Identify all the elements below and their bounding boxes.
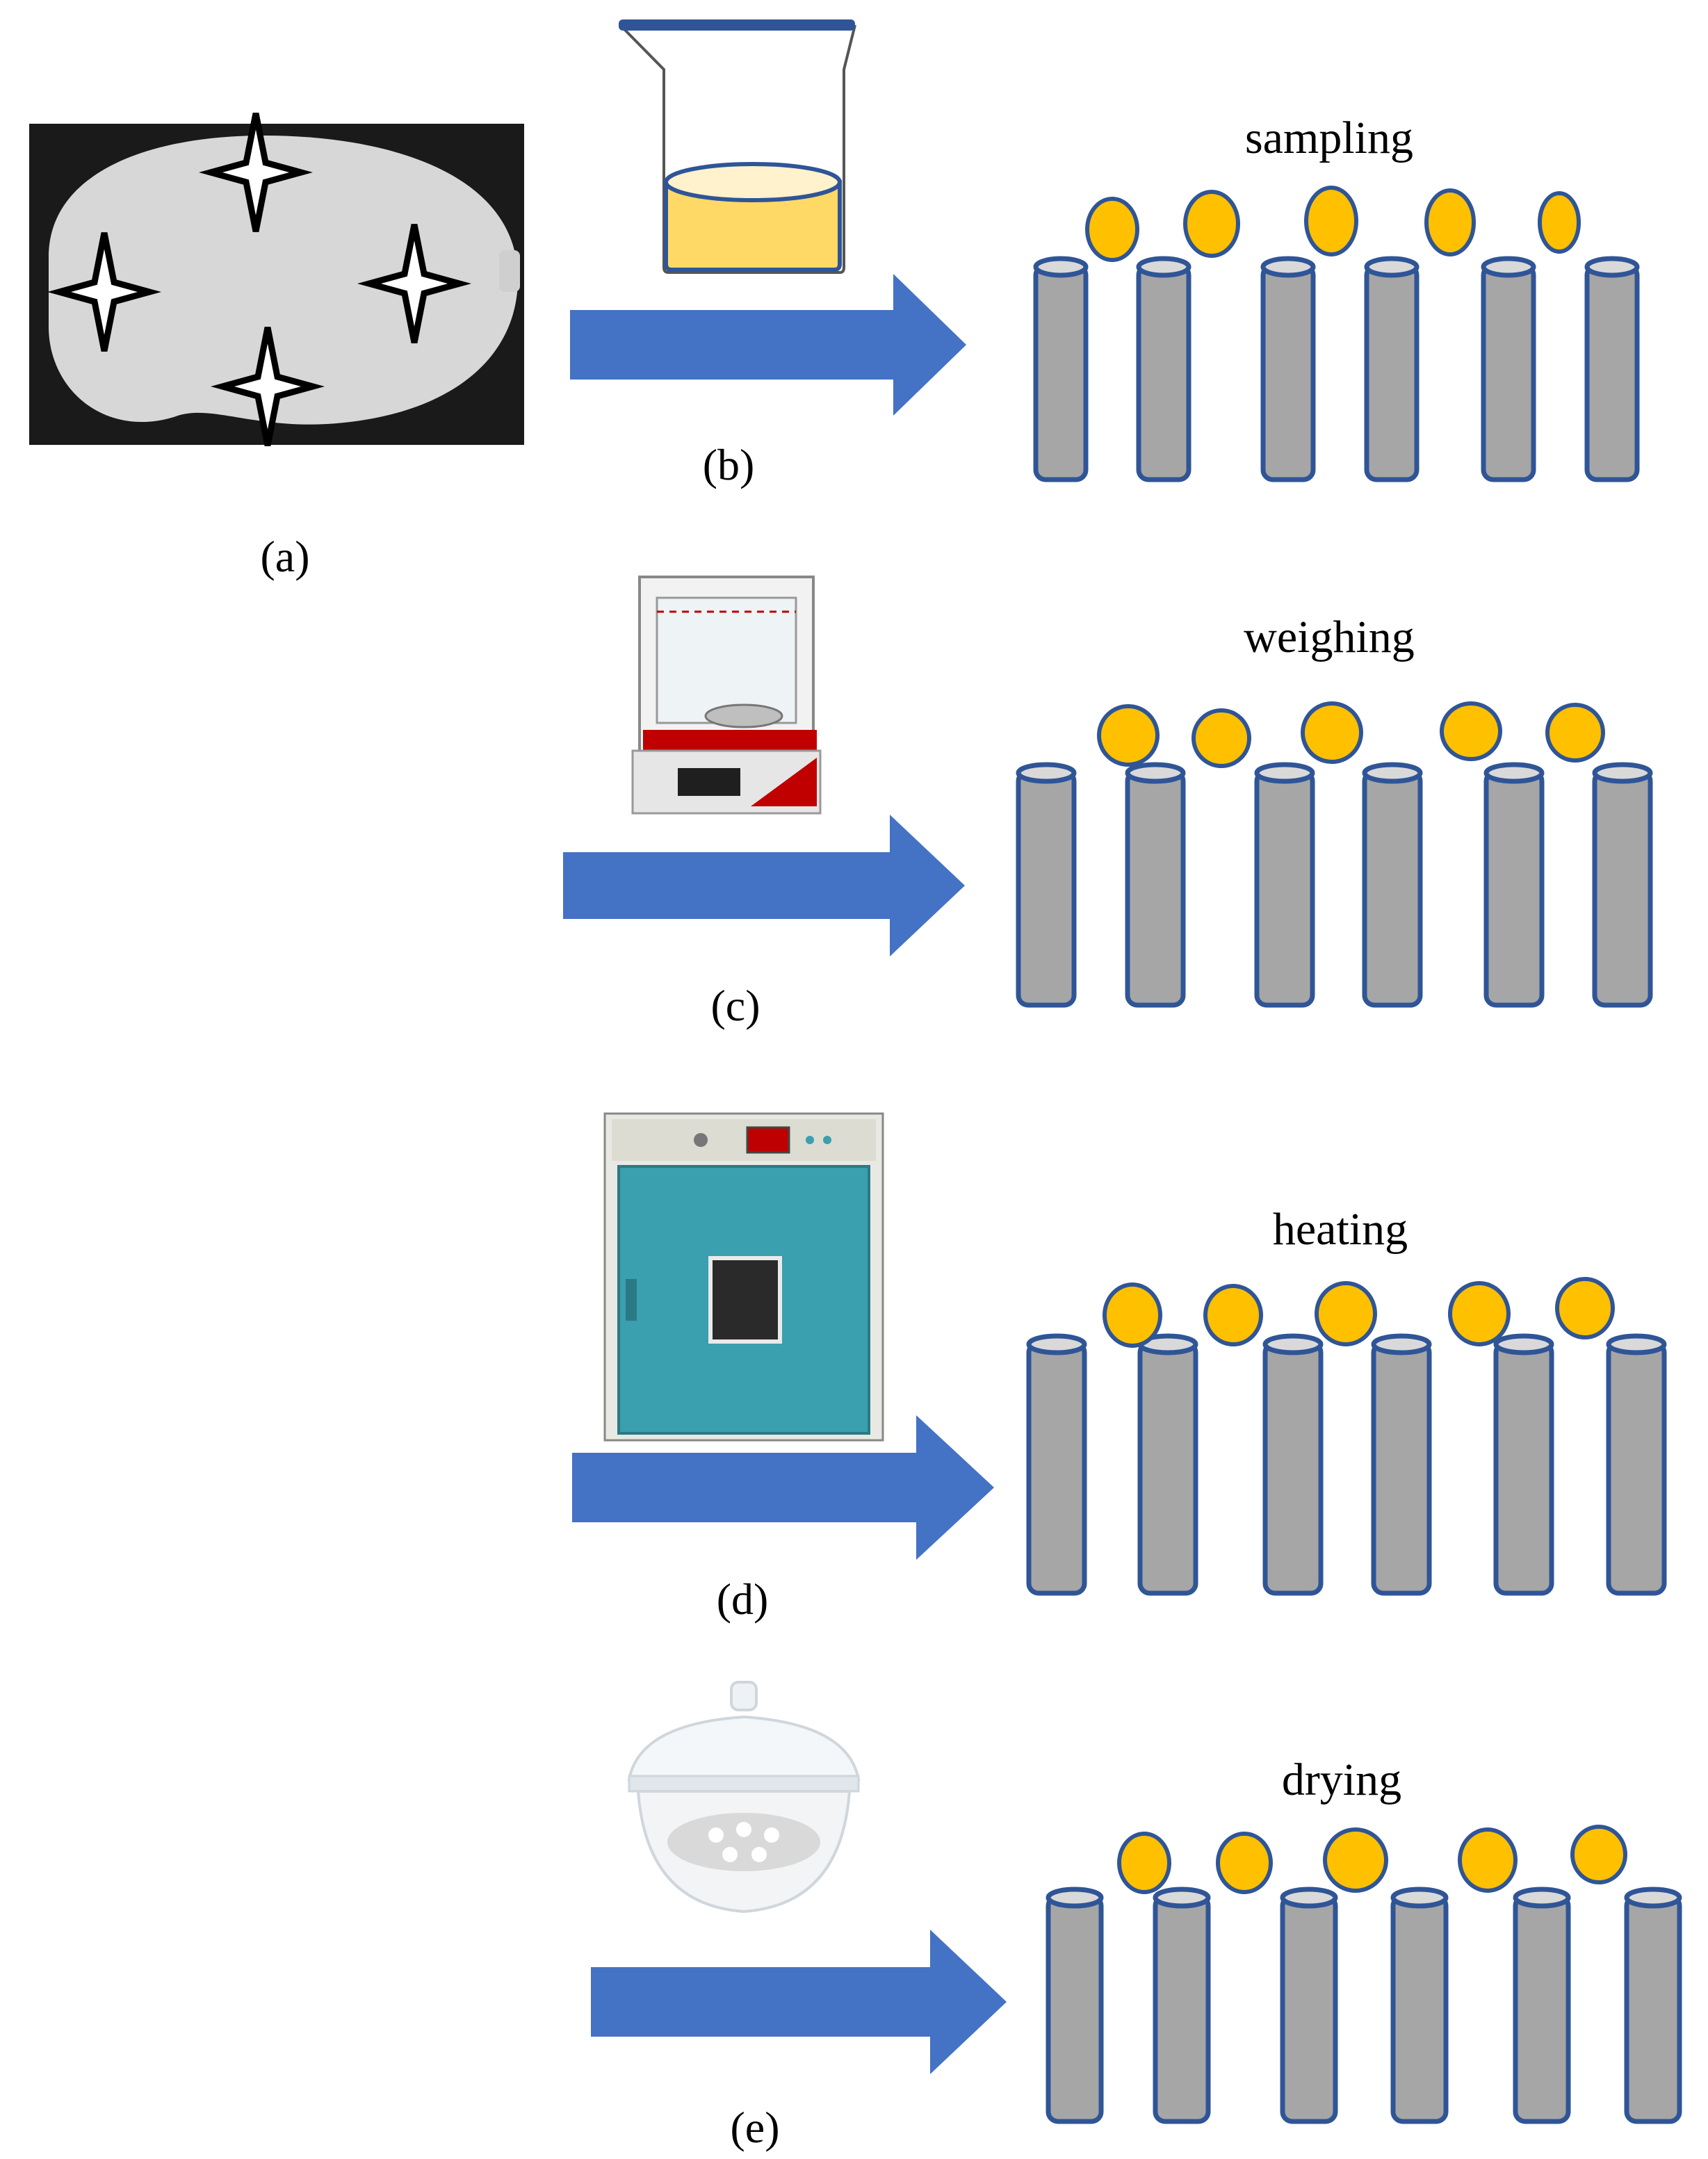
sample-disc-icon	[1440, 701, 1502, 761]
sample-disc-icon	[1448, 1281, 1511, 1346]
test-tube-icon	[1016, 762, 1077, 1008]
sample-disc-icon	[1458, 1827, 1518, 1893]
test-tube-icon	[1137, 1333, 1198, 1596]
test-tube-icon	[1280, 1887, 1338, 2124]
test-tube-icon	[1513, 1887, 1571, 2124]
sample-disc-icon	[1301, 701, 1363, 764]
label-b: (b)	[703, 440, 755, 489]
sample-disc-icon	[1304, 186, 1358, 256]
flow-arrow-c	[563, 815, 965, 956]
mango-photo-icon	[29, 113, 524, 446]
test-tube-icon	[1262, 1333, 1324, 1596]
drying-oven-icon	[603, 1112, 884, 1442]
sample-disc-icon	[1555, 1277, 1615, 1339]
label-d: (d)	[717, 1574, 769, 1624]
tube-row-c	[1016, 701, 1653, 1008]
label-c: (c)	[710, 981, 760, 1030]
sample-disc-icon	[1103, 1282, 1162, 1348]
test-tube-icon	[1254, 762, 1315, 1008]
sample-disc-icon	[1191, 708, 1251, 768]
analytical-balance-icon	[631, 576, 822, 815]
sample-disc-icon	[1183, 190, 1240, 258]
arrows	[563, 274, 1007, 2074]
sample-disc-icon	[1097, 704, 1160, 767]
test-tube-icon	[1481, 256, 1536, 482]
test-tube-icon	[1592, 762, 1653, 1008]
caption-heating: heating	[1273, 1204, 1408, 1255]
test-tube-icon	[1136, 256, 1191, 482]
test-tube-icon	[1364, 256, 1420, 482]
sample-disc-icon	[1085, 197, 1139, 262]
marker-star-icon	[211, 327, 325, 446]
caption-weighing: weighing	[1244, 612, 1415, 662]
tube-row-b	[1033, 186, 1640, 482]
test-tube-icon	[1046, 1887, 1104, 2124]
test-tube-icon	[1371, 1333, 1432, 1596]
test-tube-icon	[1125, 762, 1186, 1008]
test-tube-icon	[1606, 1333, 1667, 1596]
test-tube-icon	[1390, 1887, 1449, 2124]
flow-arrow-b	[570, 274, 966, 416]
tube-row-d	[1026, 1277, 1667, 1596]
test-tube-icon	[1153, 1887, 1211, 2124]
sample-disc-icon	[1424, 188, 1476, 256]
marker-star-icon	[199, 113, 313, 232]
desiccator-icon	[627, 1681, 861, 1914]
sample-disc-icon	[1323, 1827, 1388, 1893]
sample-disc-icon	[1315, 1281, 1377, 1346]
sample-disc-icon	[1203, 1284, 1263, 1346]
label-a: (a)	[260, 532, 309, 581]
label-e: (e)	[730, 2103, 779, 2152]
sample-disc-icon	[1538, 191, 1581, 254]
marker-star-icon	[47, 232, 161, 352]
test-tube-icon	[1033, 256, 1089, 482]
sample-disc-icon	[1545, 703, 1605, 763]
sample-disc-icon	[1216, 1832, 1273, 1894]
tube-row-e	[1046, 1825, 1682, 2124]
caption-drying: drying	[1282, 1754, 1401, 1805]
test-tube-icon	[1584, 256, 1640, 482]
sample-disc-icon	[1117, 1832, 1171, 1894]
beaker-icon	[619, 19, 856, 274]
sample-disc-icon	[1570, 1825, 1627, 1884]
marker-star-icon	[357, 224, 471, 343]
flow-arrow-d	[572, 1415, 994, 1560]
tube-rows	[1016, 186, 1682, 2124]
flow-arrow-e	[591, 1930, 1007, 2074]
test-tube-icon	[1483, 762, 1545, 1008]
test-tube-icon	[1026, 1333, 1087, 1596]
caption-sampling: sampling	[1245, 113, 1413, 163]
test-tube-icon	[1493, 1333, 1554, 1596]
test-tube-icon	[1624, 1887, 1682, 2124]
test-tube-icon	[1362, 762, 1423, 1008]
test-tube-icon	[1260, 256, 1316, 482]
